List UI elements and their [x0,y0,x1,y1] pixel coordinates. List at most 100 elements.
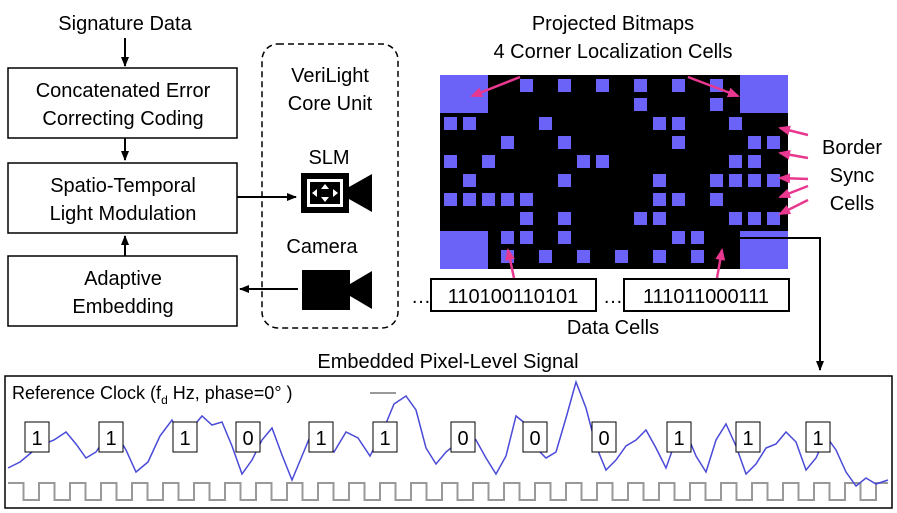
border-sync-cell [767,212,780,225]
data-cell [653,193,666,206]
data-cell [520,212,533,225]
border-sync-cell [444,193,457,206]
camera-label: Camera [286,236,358,258]
bit-label: 1 [315,428,326,450]
data-cell [653,117,666,130]
data-cell [672,117,685,130]
stlm-line1: Spatio-Temporal [50,175,196,197]
data-cell [729,117,742,130]
border-label-line1: Border [822,137,882,159]
data-cell [748,155,761,168]
border-sync-cell [634,79,647,92]
border-sync-cell [539,250,552,263]
bitmap-title-line2: 4 Corner Localization Cells [493,41,732,63]
data-cell [558,212,571,225]
border-sync-cell [520,79,533,92]
border-sync-cell [691,250,704,263]
bit-label-box [522,421,548,453]
border-sync-cell [767,174,780,187]
data-cell [463,174,476,187]
border-sync-cell [444,117,457,130]
ecc-line1: Concatenated Error [36,80,211,102]
slm-label: SLM [308,147,349,169]
bit-label-box [666,421,692,453]
bit-label: 1 [673,428,684,450]
clock-legend-suffix: Hz, phase=0° ) [168,383,293,403]
border-sync-arrows [778,125,809,216]
bitmap-title-line1: Projected Bitmaps [532,13,694,35]
data-cell [577,155,590,168]
data-cell [463,193,476,206]
adaptive-line1: Adaptive [84,268,162,290]
connector-bitmap-to-signal [738,237,824,371]
data-cell [672,136,685,149]
data-cell [672,193,685,206]
bit-label: 1 [179,428,190,450]
data-cells-box-2 [623,278,790,312]
bit-label-box [450,421,476,453]
data-cell [539,117,552,130]
clock-legend-prefix: Reference Clock (f [12,383,162,403]
bit-label-box [591,421,617,453]
data-cell [653,212,666,225]
data-cell [558,174,571,187]
border-sync-cell [596,79,609,92]
signature-data-label: Signature Data [58,13,192,35]
camera-icon [302,270,372,310]
data-cells-prefix-2: … [603,286,623,308]
ecc-box: Concatenated Error Correcting Coding [7,67,238,139]
data-arrow-right [715,248,726,279]
corner-localization-cell [440,231,488,269]
data-cell [501,193,514,206]
border-sync-cell [672,79,685,92]
border-sync-cell [577,250,590,263]
bit-label: 1 [31,428,42,450]
data-cell [634,98,647,111]
stlm-line2: Light Modulation [50,203,197,225]
core-unit-title-line1: VeriLight [291,65,369,87]
reference-clock-wave [8,482,888,501]
data-cell [748,136,761,149]
data-cell [596,155,609,168]
data-cell [729,155,742,168]
corner-arrow-left [470,75,521,98]
projected-bitmap [440,75,788,269]
bit-label-box [735,421,761,453]
bit-label-box [98,421,124,453]
bit-label: 1 [105,428,116,450]
data-cell [558,136,571,149]
data-cell [558,231,571,244]
data-cells-label: Data Cells [567,317,659,339]
data-cell [501,231,514,244]
clock-legend-sub: d [161,393,168,407]
slm-projector-icon [301,173,372,213]
data-cell [672,231,685,244]
bit-label-box [308,421,334,453]
bit-label-box [24,421,50,453]
bit-label: 1 [379,428,390,450]
adaptive-line2: Embedding [72,296,173,318]
data-cell [748,212,761,225]
corner-localization-cell [440,75,488,113]
corner-arrow-right [687,75,740,98]
data-cell [729,212,742,225]
bit-label: 0 [242,428,253,450]
data-cells-bits-2: 111011000111 [643,286,769,308]
signal-title: Embedded Pixel-Level Signal [317,351,578,373]
data-cell [482,155,495,168]
data-cells-box-1 [430,278,597,312]
border-sync-cell [767,136,780,149]
data-cells-prefix-1: … [411,286,431,308]
bit-label: 1 [742,428,753,450]
border-sync-cell [653,250,666,263]
data-cell [710,98,723,111]
border-label-line2: Sync [830,165,874,187]
data-cell [463,117,476,130]
bit-label-box [805,421,831,453]
clock-legend: Reference Clock (fd Hz, phase=0° ) [12,383,293,407]
bit-label-box [172,421,198,453]
bit-label: 0 [529,428,540,450]
core-unit-title-line2: Core Unit [288,93,373,115]
data-cell [634,212,647,225]
data-cell [729,174,742,187]
